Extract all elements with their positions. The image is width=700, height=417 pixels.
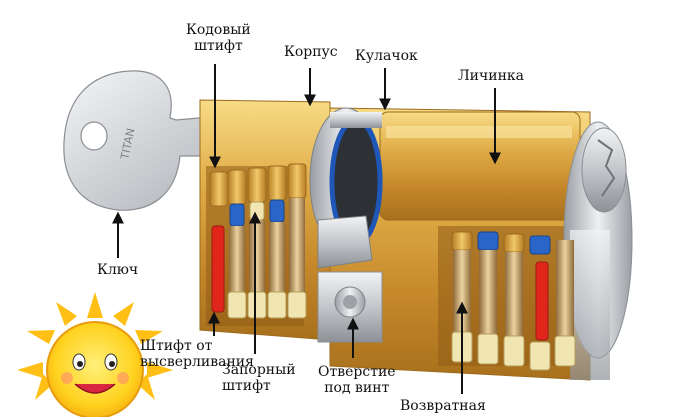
label-code-pin-line1: Кодовый [186,22,251,38]
pin-stack-1 [209,171,229,313]
pin-stack-10 [554,240,576,367]
screw-hole [334,286,366,318]
label-drill-pin-line1: Штифт от [140,338,213,354]
anti-drill-pin [211,225,225,313]
left-pin-stacks [209,163,307,319]
label-lock-pin: Запорный штифт [222,362,296,394]
label-screw-hole: Отверстие под винт [318,364,396,396]
label-body: Корпус [284,44,338,60]
pin-stack-5 [287,163,307,319]
label-lock-pin-line2: штифт [222,378,271,394]
sun-icon [17,292,173,417]
label-plug: Личинка [458,68,525,84]
pin-stack-3 [247,167,267,319]
cam [309,107,383,343]
label-drill-pin: Штифт от высверливания [140,338,254,370]
label-cam: Кулачок [355,48,418,64]
pin-stack-4 [267,165,287,319]
label-code-pin: Кодовый штифт [186,22,251,54]
label-drill-pin-line2: высверливания [140,354,254,370]
label-code-pin-line2: штифт [193,38,243,54]
leader-arrows [112,64,501,394]
pin-stack-2 [227,169,247,319]
label-return-spring: Возвратная [400,398,486,414]
label-lock-pin-line1: Запорный [222,362,296,378]
pin-stack-9 [529,235,551,371]
label-screw-hole-line1: Отверстие [318,364,396,380]
label-key: Ключ [97,262,139,278]
key-hole [80,121,108,151]
key: TITAN [63,70,273,211]
label-screw-hole-line2: под винт [324,380,390,396]
right-pin-stacks [451,231,576,371]
pin-stack-8 [503,233,525,367]
pin-stack-7 [477,231,499,365]
cam-lug [317,215,373,269]
plug [379,111,581,221]
